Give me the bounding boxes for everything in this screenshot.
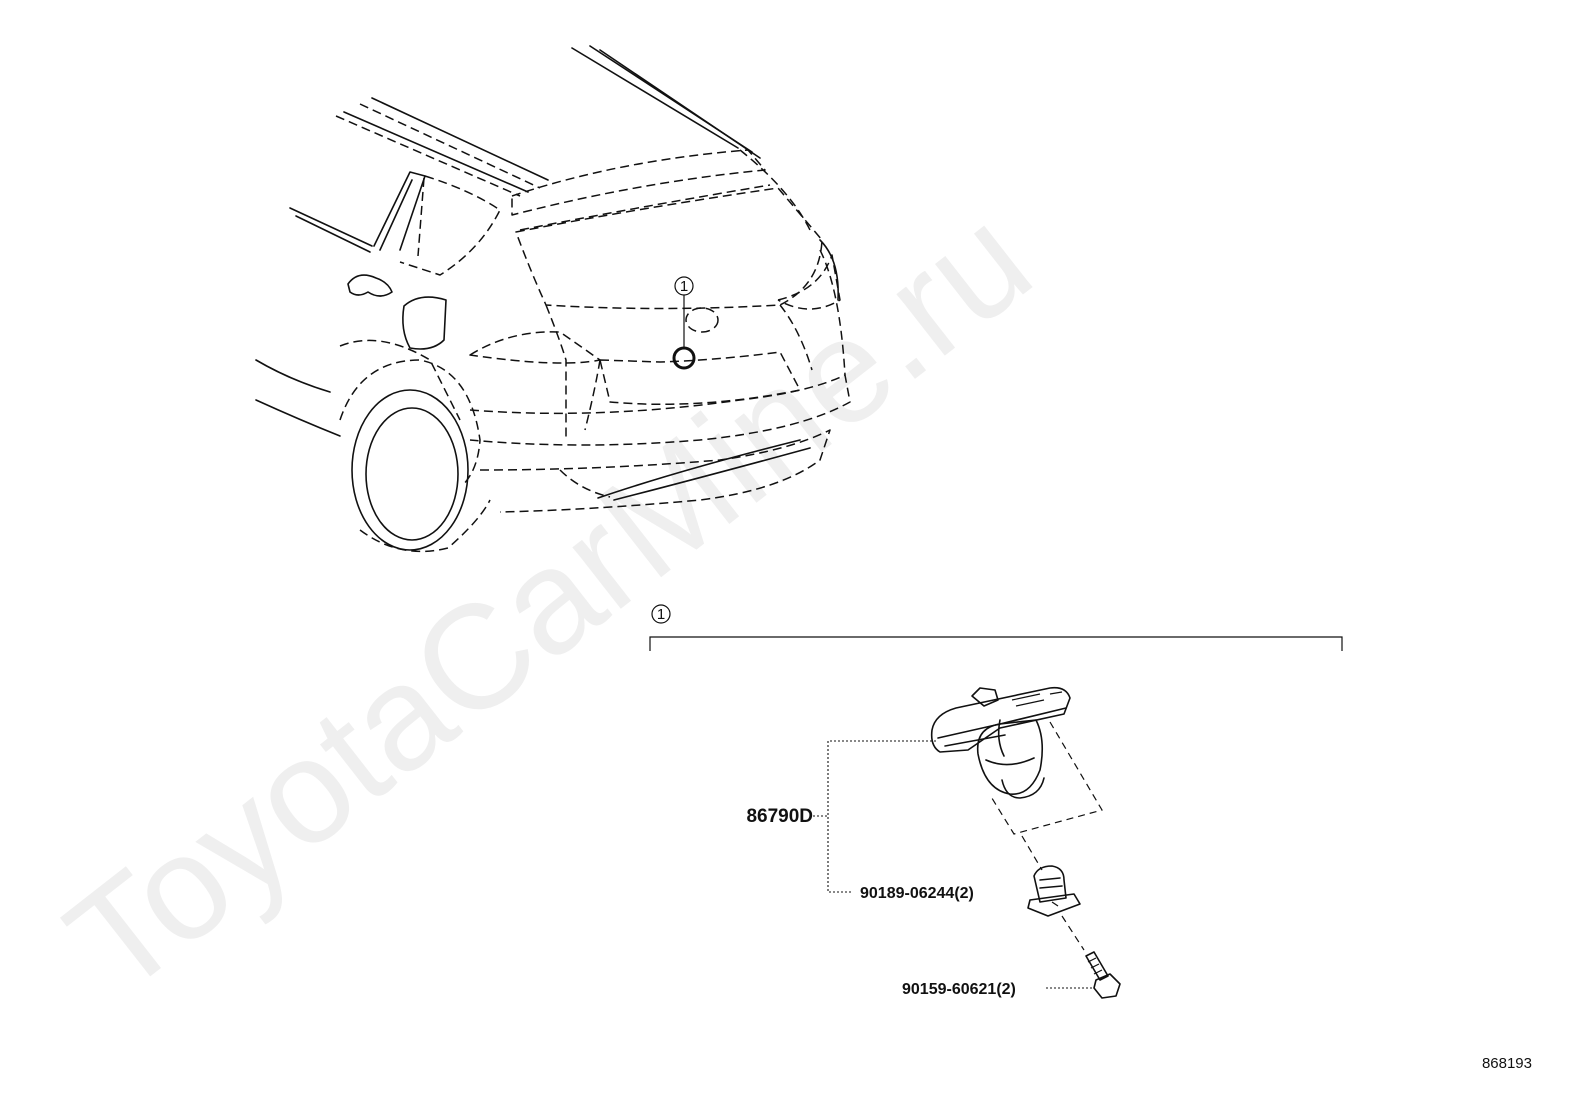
part-label-screw: 90159-60621(2) bbox=[902, 981, 1016, 998]
diagram-id: 868193 bbox=[1482, 1055, 1532, 1072]
camera-location-marker bbox=[672, 346, 696, 370]
vehicle-illustration bbox=[255, 45, 851, 553]
part-label-clip: 90189-06244(2) bbox=[860, 885, 974, 902]
assembly-bracket: 1 bbox=[649, 604, 1343, 651]
callout-number-vehicle: 1 bbox=[680, 278, 688, 295]
screw-illustration bbox=[1046, 915, 1121, 999]
vehicle-callout: 1 bbox=[672, 276, 696, 370]
clip-illustration bbox=[1021, 835, 1081, 917]
camera-assembly-illustration bbox=[813, 686, 1103, 893]
part-label-camera-assembly: 86790D bbox=[746, 806, 813, 827]
callout-number-assembly: 1 bbox=[657, 606, 665, 623]
